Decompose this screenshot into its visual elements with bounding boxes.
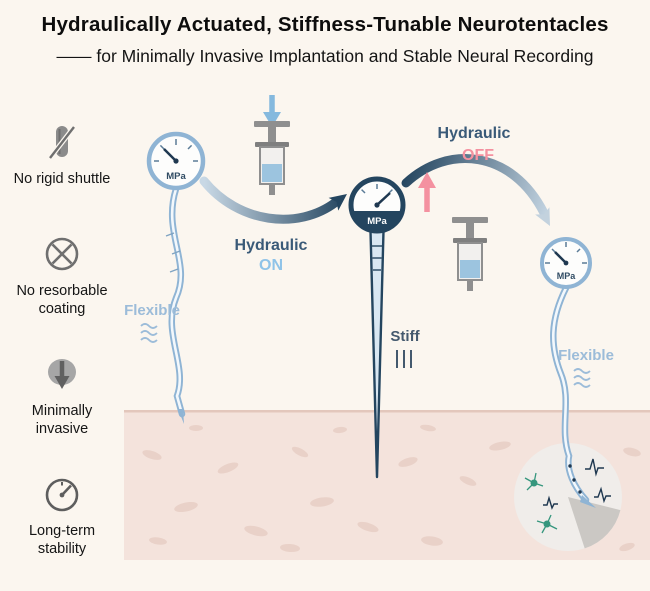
no-rigid-shuttle-icon (48, 125, 76, 160)
stiff-line-marks-icon (396, 350, 412, 368)
label-off: OFF (462, 147, 494, 164)
neuron-sketch-icon (524, 472, 558, 534)
release-up-arrow-icon (418, 172, 436, 212)
recording-magnifier (514, 443, 622, 551)
label-hydraulic-off: Hydraulic (438, 125, 511, 142)
label-on: ON (259, 257, 283, 274)
benefit-label: Long-term stability (28, 523, 96, 557)
label-hydraulic-on: Hydraulic (235, 237, 308, 254)
pressure-gauge-right-icon: MPa (540, 237, 592, 289)
benefit-no-rigid-shuttle: No rigid shuttle (8, 118, 116, 189)
benefit-no-resorbable-coating: No resorbable coating (8, 230, 116, 318)
arrow-hydraulic-off (401, 154, 550, 226)
arrow-hydraulic-on (199, 176, 347, 224)
syringe-release-icon (452, 217, 488, 291)
header: Hydraulically Actuated, Stiffness-Tunabl… (0, 0, 650, 67)
flexible-wave-marks-icon (573, 368, 591, 388)
pressure-gauge-middle-icon: MPa (348, 176, 406, 234)
electrode-marks (372, 245, 382, 271)
gauge-unit-middle: MPa (367, 216, 387, 227)
electrode-dots (568, 464, 582, 494)
gauge-unit-left: MPa (166, 171, 186, 182)
pressure-gauge-left-icon: MPa (146, 131, 206, 191)
tissue-speckles (142, 424, 641, 553)
benefit-label: Minimally invasive (31, 403, 93, 437)
label-stiff: Stiff (390, 328, 420, 345)
benefit-long-term-stability: Long-term stability (8, 470, 116, 558)
flexible-wave-marks-icon (140, 323, 158, 343)
minimally-invasive-icon (48, 359, 76, 389)
benefit-label: No rigid shuttle (13, 171, 111, 187)
benefit-label: No resorbable coating (16, 283, 108, 317)
gauge-unit-right: MPa (557, 271, 577, 281)
no-resorbable-coating-icon (45, 237, 79, 271)
long-term-stability-icon (45, 478, 79, 512)
probe-left-flexible: MPa (146, 131, 206, 424)
probe-middle-stiff: MPa (348, 176, 406, 479)
label-flexible-right: Flexible (558, 347, 614, 364)
press-down-arrow-icon (263, 95, 281, 127)
label-flexible-left: Flexible (124, 302, 180, 319)
figure-title: Hydraulically Actuated, Stiffness-Tunabl… (41, 13, 609, 36)
spike-waveform-icon (543, 458, 611, 510)
probe-right-flexible: MPa (540, 237, 596, 508)
benefit-minimally-invasive: Minimally invasive (8, 350, 116, 438)
figure-subtitle: —— for Minimally Invasive Implantation a… (56, 46, 594, 66)
electrode-marks (165, 232, 181, 273)
syringe-press-icon (254, 121, 290, 195)
